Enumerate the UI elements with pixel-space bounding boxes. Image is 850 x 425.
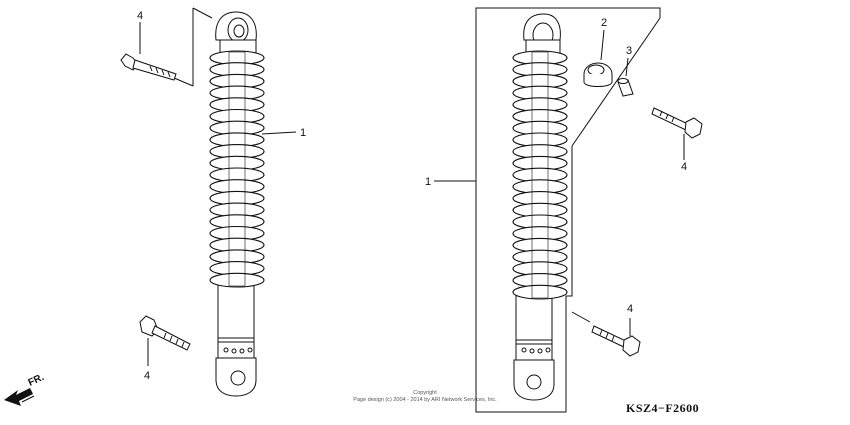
bushing[interactable] — [583, 62, 613, 87]
callout-right-bolt-top: 4 — [681, 161, 687, 173]
right-top-bolt[interactable] — [651, 107, 703, 139]
left-spring-coils — [209, 50, 265, 288]
right-assembly-frame — [475, 7, 661, 413]
damper-rod — [228, 51, 246, 287]
callout-collar: 3 — [626, 45, 632, 57]
collar[interactable] — [617, 78, 634, 97]
copyright-line1: Copyright — [413, 390, 437, 396]
copyright-line2: Page design (c) 2004 - 2014 by ARI Netwo… — [353, 397, 497, 403]
left-bottom-bolt[interactable] — [139, 315, 191, 351]
callout-bushing: 2 — [601, 17, 607, 29]
spring-coil — [209, 272, 265, 288]
callout-left-bolt-bottom: 4 — [144, 370, 150, 382]
right-spring-coils — [512, 50, 568, 300]
callout-right-bolt-bottom: 4 — [627, 303, 633, 315]
left-top-bolt[interactable] — [120, 53, 177, 81]
right-bottom-bolt[interactable] — [591, 325, 641, 357]
spring-coil — [512, 284, 568, 300]
damper-rod — [531, 51, 549, 299]
right-shock-absorber[interactable] — [512, 13, 568, 401]
arrow-front-icon — [4, 388, 35, 406]
diagram-code: KSZ4−F2600 — [626, 401, 699, 415]
callout-right-shock: 1 — [425, 176, 431, 188]
callout-left-bolt-top: 4 — [137, 10, 143, 22]
direction-label: FR. — [27, 372, 46, 389]
callout-left-shock: 1 — [300, 127, 306, 139]
left-shock-absorber[interactable] — [159, 7, 265, 397]
